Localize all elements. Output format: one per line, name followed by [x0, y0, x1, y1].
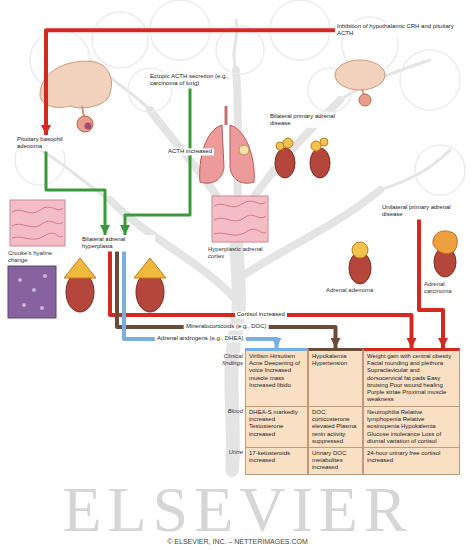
node-text: Unilateral primary adrenal disease — [382, 204, 456, 218]
stain-panel — [40, 306, 44, 310]
pituitary-illustration — [335, 60, 385, 106]
stain-panel — [43, 274, 47, 278]
histology-panel — [12, 207, 63, 239]
table-column: Virilism Hirsutism Acne Deepening of voi… — [245, 348, 308, 475]
text-box: Pituitary basophil adenoma — [15, 135, 77, 151]
watermark: ELSEVIER — [0, 478, 475, 542]
histology-panel — [212, 196, 268, 242]
stain-panel — [8, 266, 56, 318]
lung-illustration — [230, 125, 254, 183]
text-box: Bilateral primary adrenal disease — [268, 112, 342, 128]
table-column: Hypokalemia HypertensionDOC, corticoster… — [308, 348, 363, 475]
nodular-adrenal-illustration — [275, 138, 330, 178]
connector-arrow — [124, 251, 277, 348]
table-cell: DHEA-S markedly increased Testosterone i… — [246, 406, 307, 447]
pituitary-illustration — [77, 116, 93, 132]
pituitary-illustration — [82, 106, 84, 117]
table-column: Weight gain with central obesity Facial … — [363, 348, 460, 475]
text-box: Bilateral adrenal hyperplasia — [80, 235, 155, 251]
node-text: Bilateral primary adrenal disease — [270, 113, 340, 127]
tree-watermark — [15, 0, 465, 195]
pituitary-illustration — [40, 61, 112, 132]
nodular-adrenal-illustration — [310, 148, 330, 178]
node-text: Inhibition of hypothalamic CRH and pitui… — [337, 23, 459, 37]
nodular-adrenal-illustration — [283, 138, 293, 148]
edge-label: Cortisol increased — [235, 311, 287, 318]
tree-watermark — [40, 20, 450, 200]
nodular-adrenal-illustration — [275, 148, 295, 178]
edge-label: Mineralocorticoids (e.g., DOC) — [184, 323, 269, 330]
table-cell: DOC, corticosterone elevated Plasma reni… — [309, 406, 362, 447]
table-cell: Virilism Hirsutism Acne Deepening of voi… — [246, 351, 307, 406]
label-text: Crooke's hyaline change — [8, 250, 68, 264]
lung-illustration — [225, 106, 228, 125]
label-text: © ELSEVIER, INC. – NETTERIMAGES.COM — [0, 538, 475, 546]
edge-label: Adrenal androgens (e.g., DHEA) — [155, 335, 245, 342]
node-text: Bilateral adrenal hyperplasia — [82, 236, 153, 250]
label-text: Adrenal adenoma — [326, 287, 380, 294]
connector-arrow — [117, 251, 336, 348]
adrenal-tumor-illustration — [433, 231, 457, 254]
node-text: Ectopic ACTH secretion (e.g., carcinoma … — [150, 73, 230, 87]
stain-panel — [32, 288, 36, 292]
stain-panel — [8, 266, 56, 318]
table-cell: Neutrophilia Relative lymphopenia Relati… — [364, 406, 459, 447]
connector-arrow — [46, 151, 105, 235]
adrenal-kidney-illustration — [64, 258, 96, 278]
table-cell: Weight gain with central obesity Facial … — [364, 351, 459, 406]
pituitary-illustration — [40, 61, 112, 108]
stain-panel — [18, 278, 22, 282]
table-cell: Urinary DOC metabolites increased — [309, 447, 362, 474]
tree-watermark — [216, 26, 264, 74]
label-text: Adrenal carcinoma — [424, 281, 470, 295]
histology-panel — [214, 201, 266, 235]
adrenal-kidney-illustration — [134, 258, 166, 278]
text-box: Ectopic ACTH secretion (e.g., carcinoma … — [148, 72, 232, 88]
table-cell: 17-ketosteroids increased — [246, 447, 307, 474]
connector-arrow — [110, 251, 412, 348]
row-header: Urine — [212, 449, 243, 456]
text-box: Inhibition of hypothalamic CRH and pitui… — [335, 22, 461, 38]
histology-panel — [10, 200, 65, 246]
label-text: Hyperplastic adrenal cortex — [208, 246, 276, 260]
stain-panel — [22, 303, 26, 307]
tree-watermark — [415, 145, 465, 195]
table-cell: 24-hour urinary free cortisol increased — [364, 447, 459, 474]
edge-label: ACTH increased — [166, 148, 214, 155]
lung-illustration — [239, 145, 249, 155]
lung-illustration — [200, 106, 255, 183]
row-header: Blood — [212, 408, 243, 415]
nodular-adrenal-illustration — [311, 141, 321, 151]
pituitary-illustration — [359, 94, 371, 106]
text-box: Unilateral primary adrenal disease — [380, 203, 458, 219]
table-cell: Hypokalemia Hypertension — [309, 351, 362, 406]
pituitary-illustration — [335, 60, 385, 90]
connector-arrow — [125, 88, 190, 235]
adrenal-tumor-illustration — [352, 242, 368, 258]
adrenal-tumor-illustration — [349, 231, 457, 284]
pituitary-illustration — [85, 123, 92, 130]
tree-watermark — [400, 50, 460, 110]
row-header: Clinical findings — [212, 353, 243, 367]
tree-watermark — [110, 70, 380, 300]
node-text: Pituitary basophil adenoma — [17, 136, 75, 150]
nodular-adrenal-illustration — [320, 138, 328, 146]
tree-watermark — [92, 12, 148, 68]
